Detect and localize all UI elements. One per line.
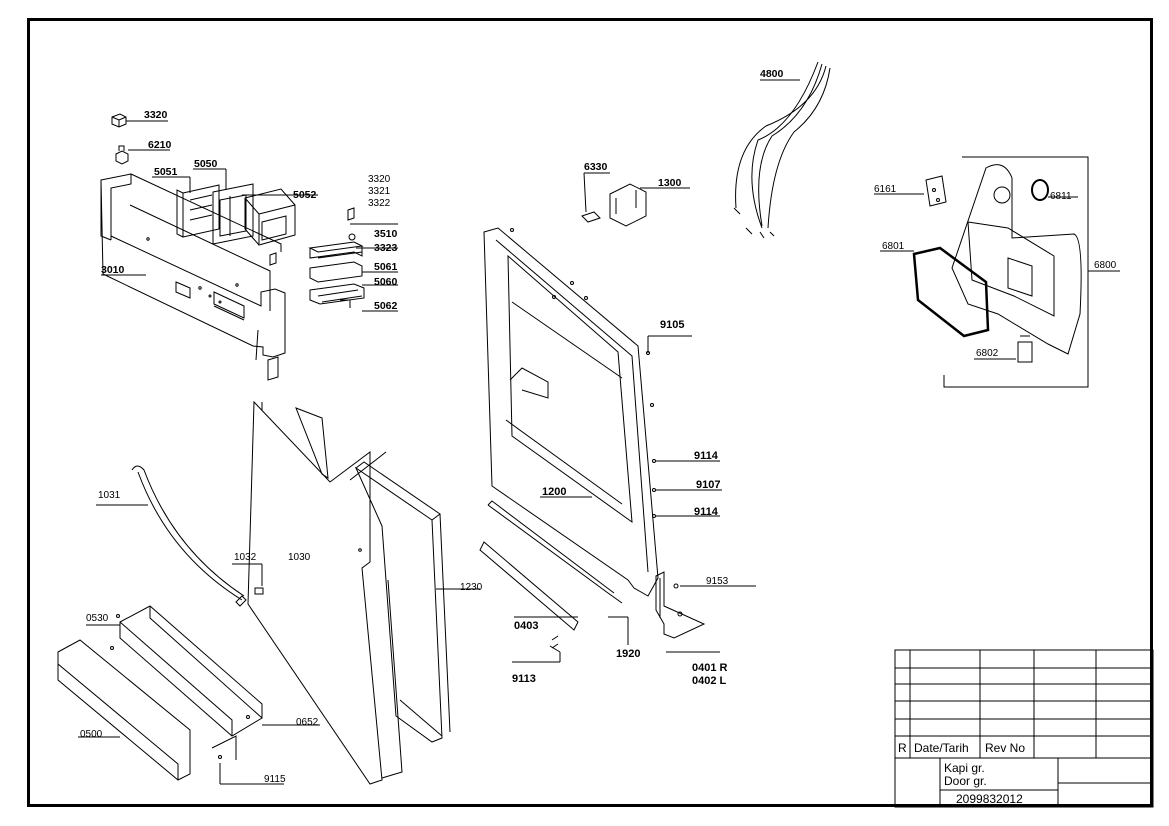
label-3323: 3323: [374, 242, 398, 254]
detergent-latch-group: [581, 172, 690, 227]
label-9105: 9105: [660, 319, 684, 331]
dispenser-group: [874, 156, 1120, 388]
cable-harness-group: [733, 61, 831, 239]
label-4800: 4800: [760, 68, 784, 80]
label-6811: 6811: [1050, 191, 1072, 202]
title-block-r: R: [898, 741, 907, 755]
label-0652: 0652: [296, 717, 319, 728]
title-block-text: R Date/Tarih Rev No Kapi gr. Door gr. 20…: [898, 741, 1025, 806]
label-6802: 6802: [976, 348, 999, 359]
title-block: [894, 649, 1154, 808]
label-1030: 1030: [288, 552, 311, 563]
label-9113: 9113: [512, 673, 536, 685]
label-5061: 5061: [374, 261, 398, 273]
label-5050: 5050: [194, 158, 218, 170]
label-3320-stack: 3320: [368, 174, 391, 185]
label-6210: 6210: [148, 139, 172, 151]
label-5052-top: 5052: [293, 189, 317, 201]
label-3321-stack: 3321: [368, 186, 391, 197]
label-9153: 9153: [706, 576, 729, 587]
label-1300: 1300: [658, 177, 682, 189]
label-5051: 5051: [154, 166, 178, 178]
plinth-group: [57, 605, 320, 785]
label-6330: 6330: [584, 161, 608, 173]
hose-group: [96, 465, 264, 607]
label-0402l: 0402 L: [692, 675, 727, 687]
label-1920: 1920: [616, 648, 640, 660]
label-9114-upper: 9114: [694, 450, 719, 462]
label-1031: 1031: [98, 490, 121, 501]
control-panel-group: [100, 113, 398, 381]
label-6800: 6800: [1094, 260, 1117, 271]
label-5060: 5060: [374, 276, 398, 288]
label-1032: 1032: [234, 552, 257, 563]
label-3320: 3320: [144, 109, 168, 121]
label-0530: 0530: [86, 613, 109, 624]
label-9114-lower: 9114: [694, 506, 719, 518]
door-panels-group: [247, 400, 480, 785]
title-block-name-tr: Kapi gr.: [944, 761, 985, 775]
title-block-name-en: Door gr.: [944, 774, 987, 788]
label-0500: 0500: [80, 729, 103, 740]
title-block-rev: Rev No: [985, 741, 1025, 755]
label-0401r: 0401 R: [692, 662, 728, 674]
part-labels: 3320 6210 5051 5050 5052 3010 3320 3321 …: [80, 68, 1117, 785]
title-block-date: Date/Tarih: [914, 741, 969, 755]
label-6161: 6161: [874, 184, 897, 195]
label-3010: 3010: [101, 264, 125, 276]
label-1230: 1230: [460, 582, 483, 593]
label-3510: 3510: [374, 228, 398, 240]
title-block-number: 2099832012: [956, 792, 1023, 806]
label-0403: 0403: [514, 620, 538, 632]
label-3322-stack: 3322: [368, 198, 391, 209]
label-1200: 1200: [542, 486, 566, 498]
inner-door-group: [479, 227, 756, 663]
label-9115: 9115: [264, 774, 286, 785]
label-9107: 9107: [696, 479, 720, 491]
label-6801: 6801: [882, 241, 905, 252]
label-5062: 5062: [374, 300, 398, 312]
drawing-frame: [27, 18, 1153, 807]
